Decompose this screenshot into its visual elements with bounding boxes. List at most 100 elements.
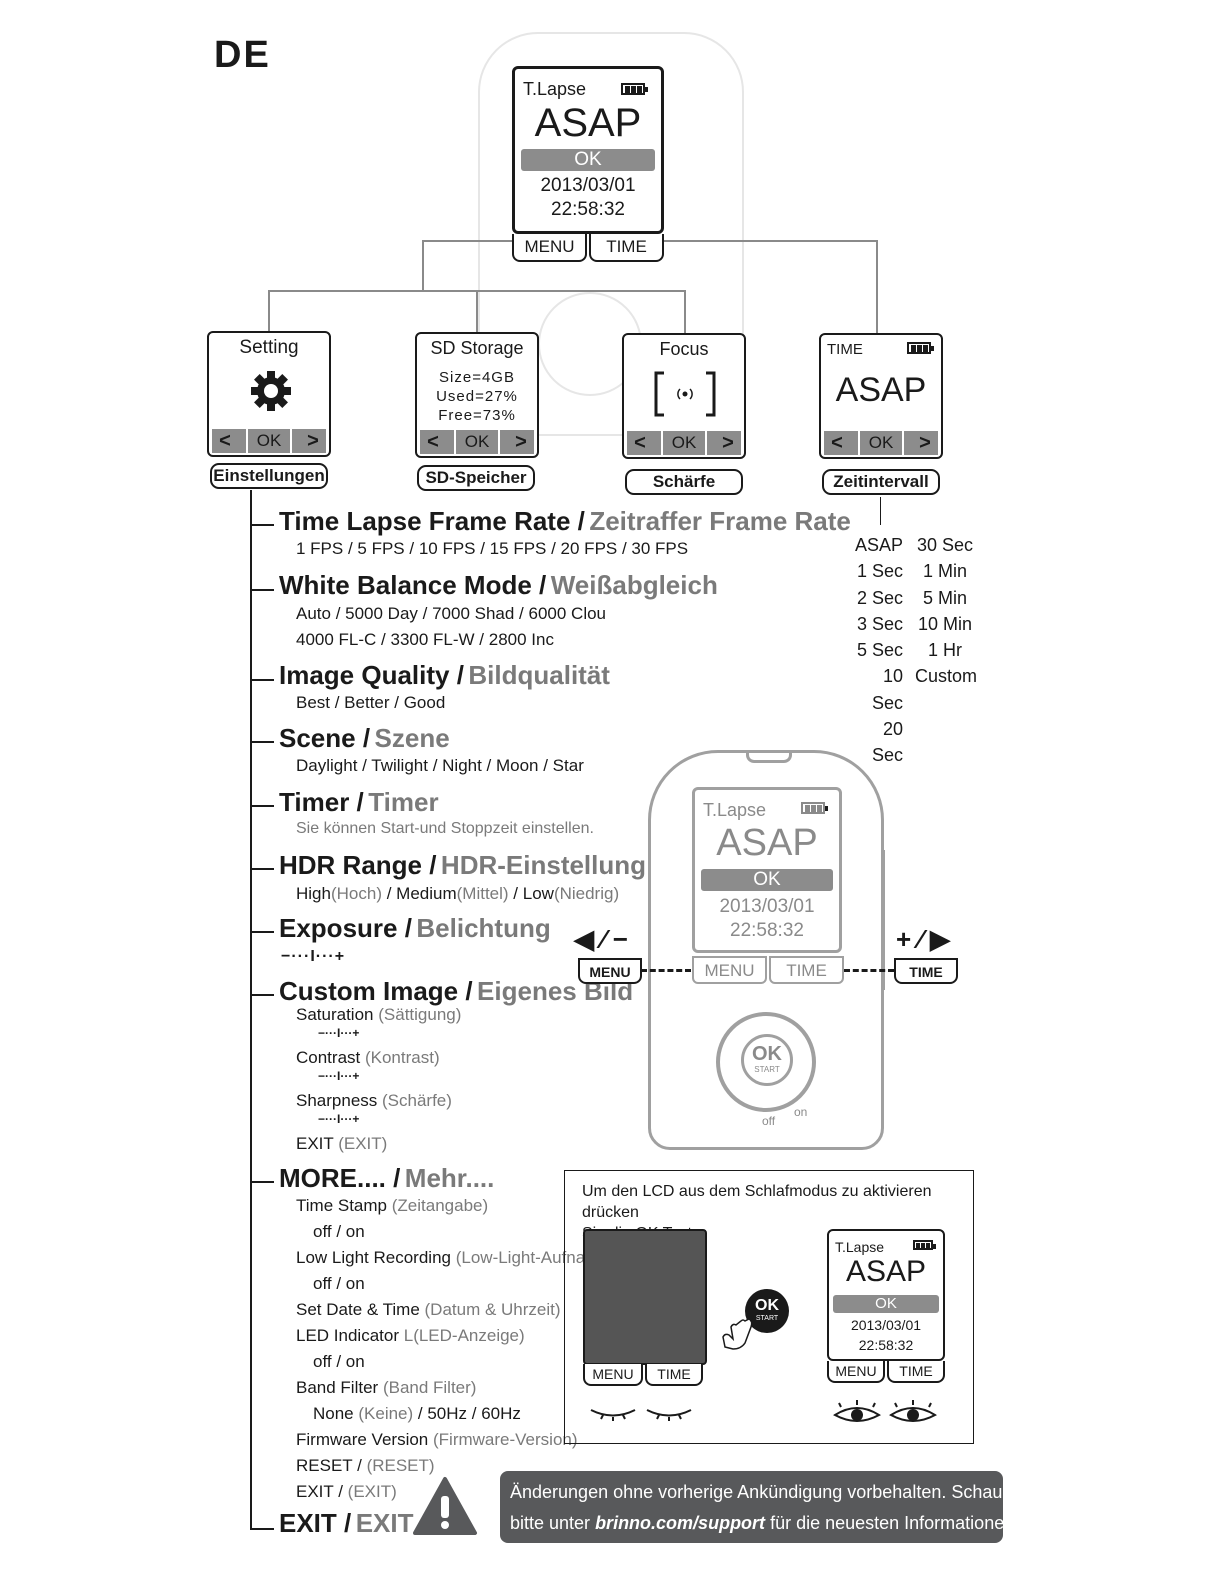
item-en: EXIT /: [296, 1482, 343, 1501]
tree-branch: [252, 931, 274, 933]
setting-screen[interactable]: Setting < OK >: [207, 331, 331, 457]
language-label: DE: [214, 34, 271, 76]
battery-icon: [907, 342, 934, 354]
support-link[interactable]: brinno.com/support: [595, 1513, 766, 1533]
time-title: TIME: [827, 341, 863, 358]
option: None: [313, 1404, 354, 1423]
sd-free: Free=73%: [438, 407, 516, 424]
date-display: 2013/03/01: [719, 896, 815, 917]
led-options: off / on: [313, 1352, 365, 1371]
item-de: (Schärfe): [382, 1091, 452, 1110]
heading-en: Exposure /: [279, 913, 412, 943]
time-display: 22:58:32: [858, 1337, 914, 1353]
device-top-notch: [746, 750, 792, 763]
left-arrow-icon[interactable]: <: [427, 430, 439, 453]
heading-en: Timer /: [279, 787, 364, 817]
warning-icon: [412, 1476, 478, 1536]
ok-label[interactable]: OK: [464, 432, 490, 451]
wake-info-box: Um den LCD aus dem Schlafmodus zu aktivi…: [564, 1170, 974, 1444]
option-de: (Keine): [358, 1404, 414, 1423]
option: Medium: [396, 884, 457, 903]
item-en: Firmware Version: [296, 1430, 429, 1449]
interval-option: 1 Hr: [927, 640, 962, 661]
tree-branch: [252, 589, 274, 591]
left-arrow-icon[interactable]: <: [831, 431, 843, 454]
reset-item: RESET / (RESET): [296, 1456, 435, 1476]
item-de: (RESET): [366, 1456, 435, 1475]
low-light-options: off / on: [313, 1274, 365, 1293]
sd-storage-screen[interactable]: SD Storage Size=4GB Used=27% Free=73% < …: [415, 332, 539, 458]
left-arrow-icon[interactable]: <: [634, 431, 646, 454]
scene-heading: Scene / Szene: [279, 723, 450, 754]
low-light-item: Low Light Recording (Low-Light-Aufnahme): [296, 1248, 624, 1268]
item-de: (Firmware-Version): [433, 1430, 578, 1449]
option-de: (Niedrig): [553, 884, 620, 903]
ok-start-button[interactable]: OK START: [741, 1034, 793, 1086]
ok-bar: OK: [521, 149, 655, 171]
right-arrow-icon[interactable]: >: [515, 430, 527, 453]
power-dial[interactable]: [716, 1012, 816, 1112]
time-display: 22:58:32: [551, 199, 625, 220]
heading-de: Weißabgleich: [550, 570, 718, 600]
heading-de: HDR-Einstellung: [440, 850, 647, 880]
heading-en: Image Quality /: [279, 660, 464, 690]
time-label: TIME: [894, 958, 958, 984]
device-menu-button[interactable]: MENU: [692, 956, 767, 984]
main-lcd-screen: T.Lapse ASAP OK 2013/03/01 22:58:32: [512, 66, 664, 234]
tree-branch: [252, 805, 274, 807]
battery-icon: [913, 1240, 936, 1250]
firmware-item: Firmware Version (Firmware-Version): [296, 1430, 578, 1450]
right-arrow-icon[interactable]: >: [307, 429, 319, 452]
notice-box: Änderungen ohne vorherige Ankündigung vo…: [500, 1471, 1053, 1543]
awake-time-button[interactable]: TIME: [887, 1361, 945, 1383]
ok-label[interactable]: OK: [256, 431, 282, 450]
item-de: (EXIT): [347, 1482, 397, 1501]
right-plus-icon: + ⁄ ▶: [896, 924, 950, 954]
off-label: off: [762, 1114, 776, 1128]
scene-options: Daylight / Twilight / Night / Moon / Sta…: [296, 756, 584, 775]
set-date-item: Set Date & Time (Datum & Uhrzeit): [296, 1300, 561, 1320]
item-en: Low Light Recording: [296, 1248, 451, 1267]
gear-icon: [249, 369, 293, 413]
left-arrow-icon[interactable]: <: [219, 429, 231, 452]
right-arrow-icon[interactable]: >: [919, 431, 931, 454]
interval-list-col1: ASAP 1 Sec 2 Sec 3 Sec 5 Sec 10 Sec 20 S…: [848, 532, 903, 769]
right-arrow-icon[interactable]: >: [722, 431, 734, 454]
setting-label: Einstellungen: [210, 463, 328, 489]
time-screen[interactable]: TIME ASAP < OK >: [819, 333, 943, 459]
white-balance-heading: White Balance Mode / Weißabgleich: [279, 570, 718, 601]
time-button[interactable]: TIME: [589, 234, 664, 262]
image-quality-heading: Image Quality / Bildqualität: [279, 660, 610, 691]
awake-menu-button[interactable]: MENU: [827, 1361, 885, 1383]
more-exit-item: EXIT / (EXIT): [296, 1482, 397, 1502]
option-de: (Mittel): [456, 884, 509, 903]
sleep-time-button[interactable]: TIME: [645, 1364, 703, 1386]
connector-line: [684, 290, 686, 334]
ok-label[interactable]: OK: [671, 433, 697, 452]
item-en: Sharpness: [296, 1091, 378, 1110]
menu-button[interactable]: MENU: [512, 234, 587, 262]
interval-value: ASAP: [845, 1255, 927, 1288]
mode-label: T.Lapse: [835, 1239, 885, 1255]
device-time-button[interactable]: TIME: [769, 956, 844, 984]
interval-option: 5 Sec: [856, 640, 903, 661]
interval-option: 1 Min: [922, 561, 967, 582]
device-outline-background: [478, 32, 744, 436]
sleep-menu-button[interactable]: MENU: [583, 1364, 643, 1386]
interval-option: 1 Sec: [856, 561, 903, 582]
interval-option: 5 Min: [922, 587, 967, 608]
item-en: Set Date & Time: [296, 1300, 420, 1319]
interval-value: ASAP: [534, 101, 642, 145]
ok-label[interactable]: OK: [868, 433, 894, 452]
focus-screen[interactable]: Focus < OK >: [622, 333, 746, 459]
sleeping-lcd-screen: [583, 1229, 707, 1365]
awake-lcd-screen: T.Lapse ASAP OK 2013/03/01 22:58:32: [827, 1229, 945, 1361]
interval-option: 3 Sec: [856, 613, 903, 634]
ok-press-button[interactable]: OK START: [745, 1289, 789, 1333]
option: High: [296, 884, 331, 903]
start-text: START: [755, 1315, 779, 1322]
item-de: (Low-Light-Aufnahme): [455, 1248, 624, 1267]
item-de: (EXIT): [338, 1134, 388, 1153]
tree-branch: [252, 524, 274, 526]
heading-en: Custom Image /: [279, 976, 473, 1006]
